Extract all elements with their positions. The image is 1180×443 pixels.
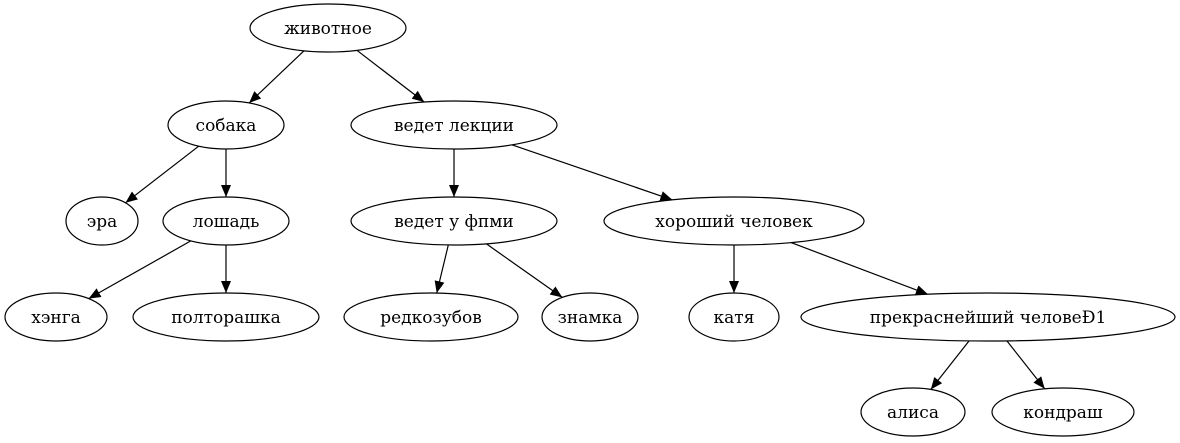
node-fpmi: ведет у фпми (350, 196, 558, 246)
edge-fpmi-to-znamka (485, 243, 563, 298)
edge-fpmi-to-redkozubov (434, 244, 449, 294)
edge-line (88, 240, 192, 300)
node-label-poltorashka: полторашка (171, 308, 281, 328)
node-alisa: алиса (860, 387, 966, 437)
node-wonderful-person: прекраснейший человеÐ1 (800, 292, 1176, 342)
node-label-hanga: хэнга (31, 308, 80, 328)
node-label-animal: животное (284, 19, 372, 39)
node-label-good-person: хороший человек (655, 212, 813, 232)
node-redkozubov: редкозубов (343, 292, 519, 342)
node-kondrash: кондраш (991, 387, 1135, 437)
edge-dog-to-era (125, 145, 200, 204)
node-label-fpmi: ведет у фпми (394, 212, 514, 232)
edge-line (485, 243, 563, 298)
node-dog: собака (167, 100, 285, 150)
edge-wonderful-person-to-alisa (930, 340, 970, 390)
node-znamka: знамка (541, 292, 639, 342)
node-animal: животное (249, 3, 407, 53)
node-horse: лошадь (162, 196, 290, 246)
edge-good-person-to-wonderful-person (790, 242, 929, 295)
node-poltorashka: полторашка (132, 292, 320, 342)
edge-animal-to-dog (248, 50, 305, 104)
nodes-layer: животное собака ведет лекции эра лошадь … (4, 3, 1176, 437)
edge-animal-to-lectures (356, 49, 425, 103)
node-label-wonderful-person: прекраснейший человеÐ1 (870, 308, 1107, 328)
edge-line (930, 340, 970, 390)
edge-line (511, 144, 673, 201)
node-label-kondrash: кондраш (1023, 403, 1103, 423)
edges-layer (88, 49, 1046, 390)
node-label-znamka: знамка (558, 308, 623, 328)
edge-horse-to-hanga (88, 240, 192, 300)
node-label-horse: лошадь (193, 212, 260, 232)
node-label-lectures: ведет лекции (394, 116, 514, 136)
node-label-era: эра (87, 212, 118, 232)
edge-line (356, 49, 425, 103)
edge-line (434, 244, 449, 294)
edge-lectures-to-good-person (511, 144, 673, 201)
node-label-katya: катя (714, 308, 755, 328)
node-label-redkozubov: редкозубов (380, 308, 482, 328)
node-katya: катя (688, 292, 780, 342)
edge-line (125, 145, 200, 204)
node-hanga: хэнга (4, 292, 108, 342)
node-label-alisa: алиса (887, 403, 939, 423)
node-label-dog: собака (196, 116, 257, 136)
edge-line (790, 242, 929, 295)
edge-line (248, 50, 305, 104)
node-good-person: хороший человек (603, 196, 865, 246)
edge-wonderful-person-to-kondrash (1006, 340, 1046, 390)
node-era: эра (65, 196, 139, 246)
edge-line (1006, 340, 1046, 390)
node-lectures: ведет лекции (350, 100, 558, 150)
